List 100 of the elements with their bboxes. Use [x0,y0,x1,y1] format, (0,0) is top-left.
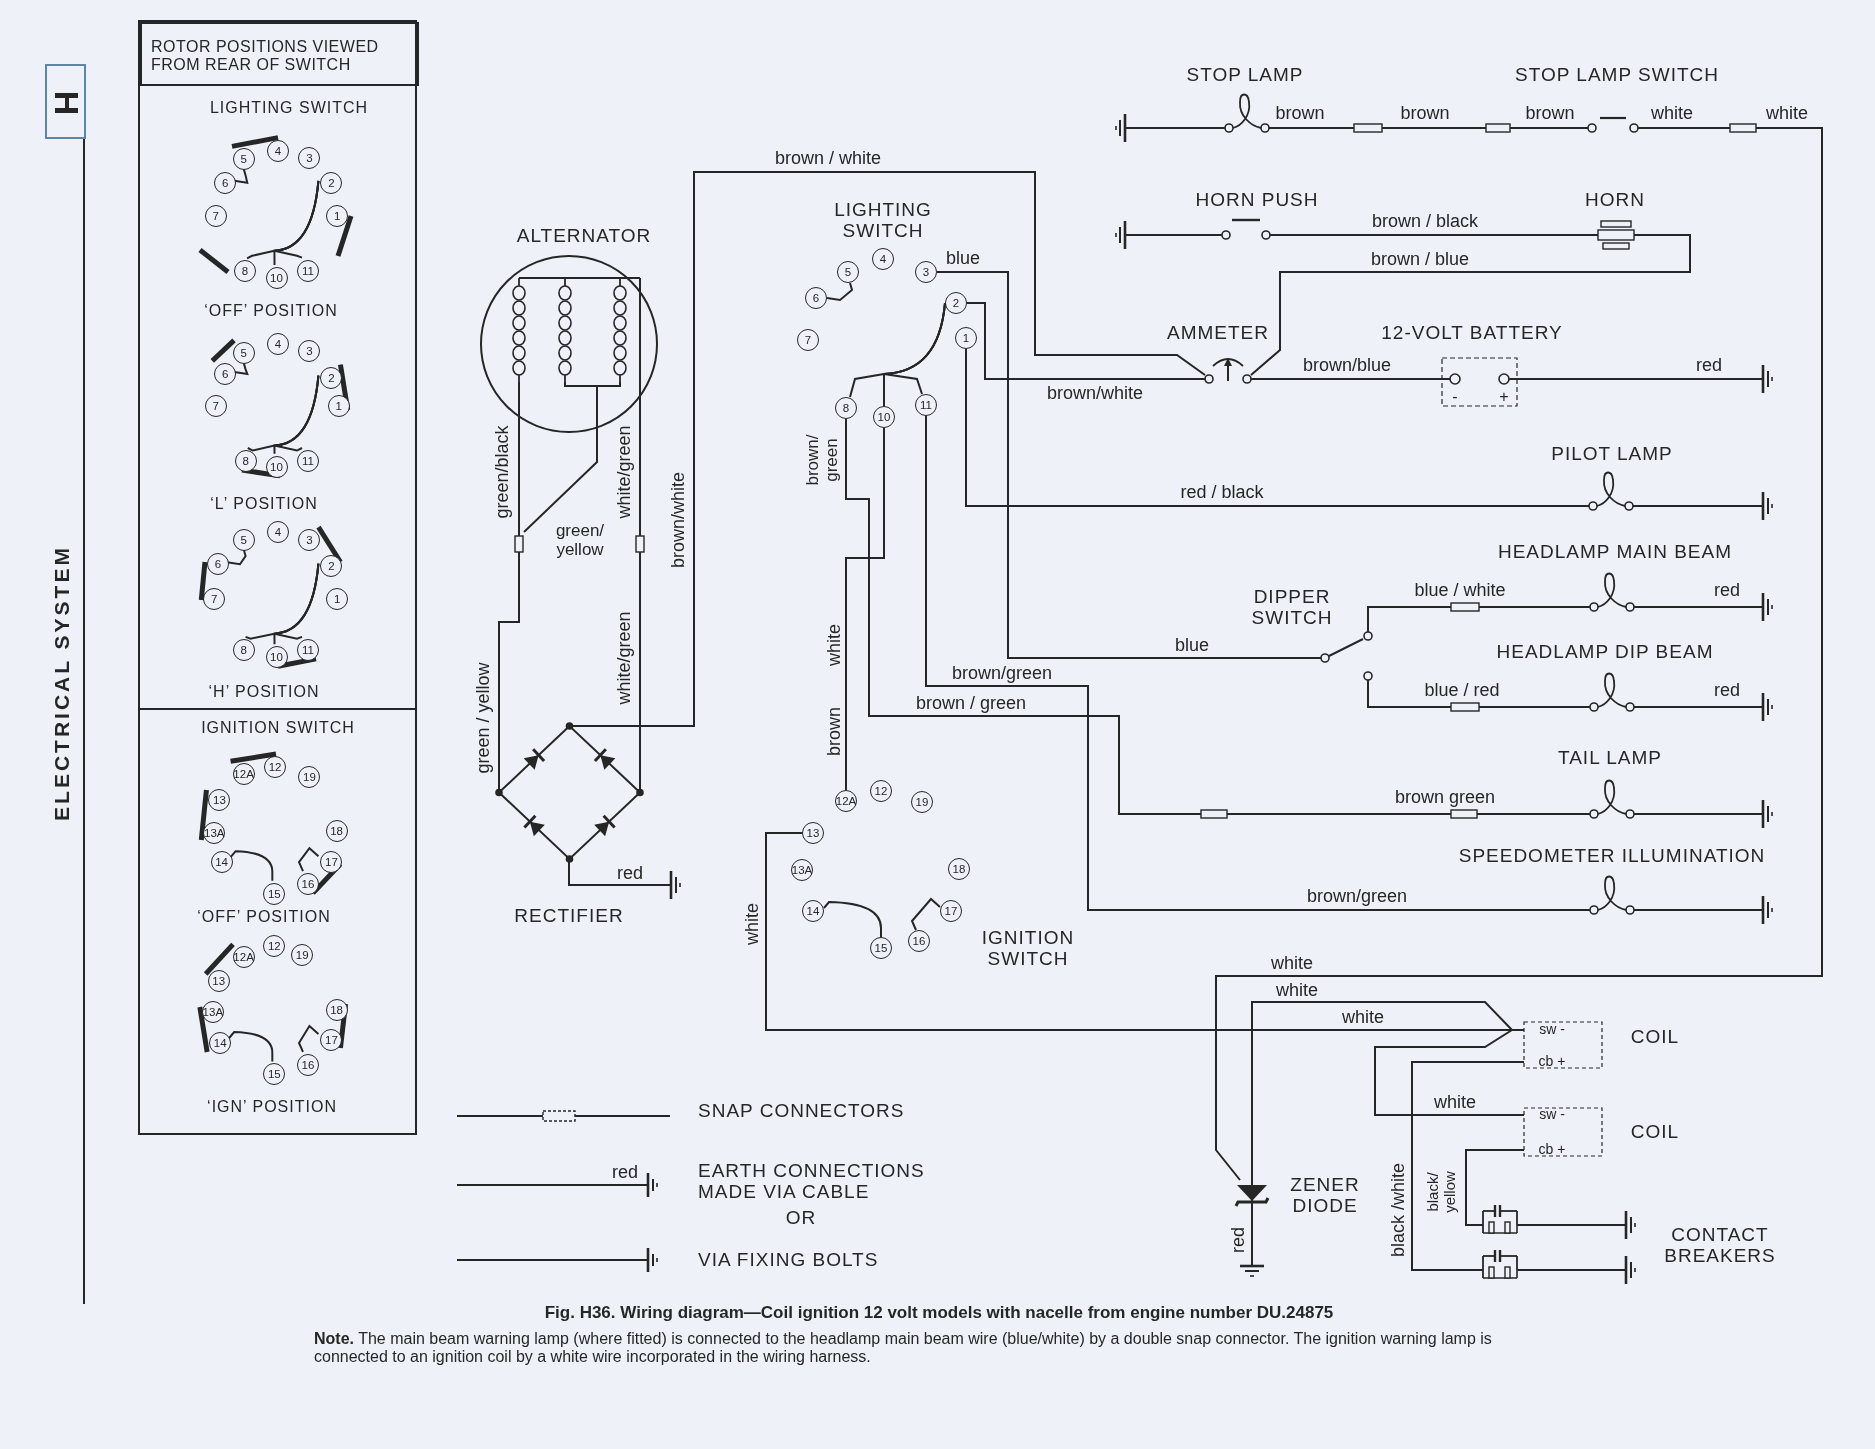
terminal-circle [298,340,321,363]
terminal-number: 12A [835,794,857,808]
terminal-number: 3 [922,265,930,279]
wire [1637,706,1761,708]
terminal-circle [208,788,231,811]
wire [316,525,343,564]
wire [1250,234,1691,376]
terminal-number: 6 [812,291,820,305]
wire [910,897,941,931]
terminal-circle [835,397,857,419]
terminal-circle [210,851,233,874]
terminal-number: 13A [202,1005,224,1019]
terminal-circle [232,342,255,365]
component-label: HORN [1585,189,1645,211]
wire [1374,1029,1513,1116]
wire [1482,706,1587,708]
component-label: SPEEDOMETER ILLUMINATION [1458,845,1766,867]
wire [233,167,249,185]
terminal-number: 13 [213,793,226,807]
component-label: AMMETER [1167,322,1269,344]
terminal-circle [945,292,967,314]
terminal-number: 18 [952,862,966,876]
wire [1637,813,1761,815]
terminal-number: 3 [306,344,313,358]
terminal-number: 12 [268,760,282,774]
terminal-circle [263,935,286,958]
section-title: ELECTRICAL SYSTEM [50,545,74,821]
terminal-number: 13A [791,863,813,877]
terminal-number: 10 [270,271,283,285]
terminal-label: cb + [1538,1054,1566,1070]
terminal-circle [320,1029,343,1052]
component-label: COIL [1630,1026,1680,1048]
terminal-number: 3 [306,533,313,547]
terminal-number: 19 [303,770,316,783]
terminal-label: cb + [1538,1142,1566,1158]
terminal-circle [206,553,229,576]
terminal-circle [298,146,321,169]
section-tab [45,64,86,139]
terminal-number: 1 [334,592,341,606]
legend-text: EARTH CONNECTIONS MADE VIA CABLE [698,1159,926,1203]
component-label: TAIL LAMP [1558,747,1662,769]
terminal-number: 19 [295,948,309,962]
wire [1480,813,1587,815]
terminal-number: 8 [240,643,247,657]
terminal-circle [234,260,257,283]
terminal-circle [320,171,343,194]
component-label: STOP LAMP SWITCH [1515,64,1719,86]
terminal-number: 8 [242,454,249,468]
wire [639,433,641,533]
terminal-number: 18 [330,1003,343,1017]
wire [1367,606,1448,627]
wire [198,561,208,601]
terminal-number: 10 [270,460,283,474]
terminal-circle [203,587,226,610]
wire [1230,813,1448,815]
wire [198,789,209,841]
legend-text: VIA FIXING BOLTS [698,1249,879,1271]
terminal-circle [797,329,819,351]
terminal-label: - [1452,388,1458,406]
wire [230,751,277,764]
wire [1215,127,1823,1181]
terminal-number: 5 [240,152,247,166]
terminal-circle [209,1032,232,1054]
position-caption: ‘OFF’ POSITION [197,908,331,926]
terminal-number: 12 [874,784,888,798]
terminal-number: 5 [844,265,852,279]
wire [210,338,236,363]
terminal-number: 6 [222,367,229,381]
wire [1272,127,1351,129]
wire [1273,234,1596,236]
wire [1526,1269,1624,1271]
wire [297,1024,320,1053]
component-label: ALTERNATOR [516,225,652,247]
terminal-circle [265,267,288,289]
position-caption: ‘H’ POSITION [208,683,320,701]
component-label: DIPPER SWITCH [1250,585,1334,629]
position-caption: ‘IGN’ POSITION [207,1098,337,1116]
terminal-circle [265,646,288,669]
terminal-circle [214,171,237,194]
terminal-number: 15 [267,1068,281,1081]
component-label: 12-VOLT BATTERY [1381,322,1563,344]
terminal-number: 11 [302,454,314,468]
legend-text: OR [785,1207,817,1229]
terminal-number: 16 [301,877,315,891]
terminal-number: 13 [806,826,820,840]
terminal-circle [872,248,894,270]
wire [1127,234,1219,236]
wire [1411,1061,1513,1271]
wire [297,846,320,873]
terminal-circle [915,261,937,283]
wire [337,1003,349,1049]
switch-title: IGNITION SWITCH [201,719,355,737]
wire [203,942,235,976]
wire [233,361,249,376]
wire [845,418,1198,815]
terminal-circle [297,638,319,661]
terminal-circle [298,529,321,552]
terminal-number: 4 [879,252,887,266]
terminal-number: 4 [274,337,282,351]
terminal-circle [207,969,230,992]
